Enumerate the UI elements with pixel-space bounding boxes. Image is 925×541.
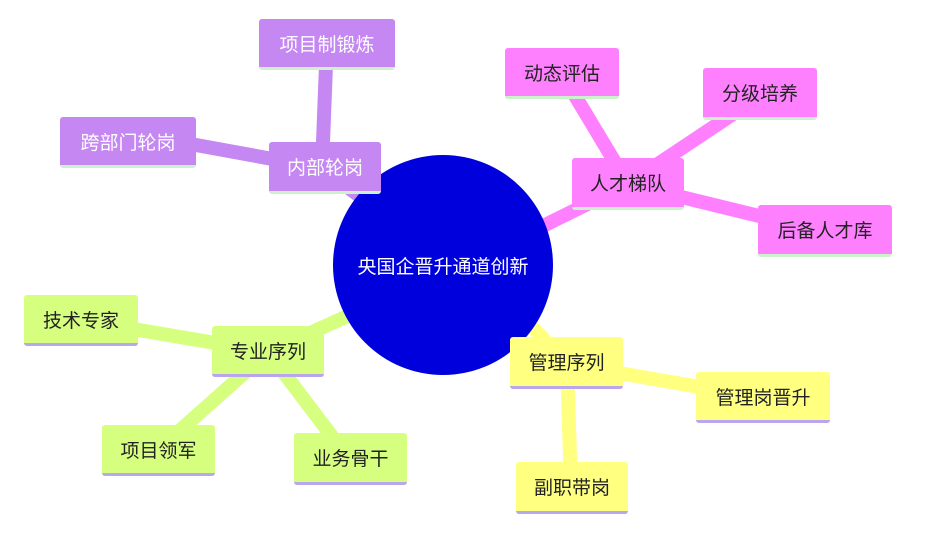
node-dynamic-evaluation[interactable]: 动态评估: [505, 48, 619, 99]
node-business-backbone[interactable]: 业务骨干: [294, 433, 407, 485]
node-talent-pipeline[interactable]: 人才梯队: [572, 158, 684, 210]
node-management-promotion[interactable]: 管理岗晋升: [696, 372, 830, 423]
node-project-training[interactable]: 项目制锻炼: [259, 19, 395, 70]
node-deputy-mentoring[interactable]: 副职带岗: [516, 462, 628, 514]
node-reserve-pool[interactable]: 后备人才库: [758, 205, 892, 257]
node-tiered-training[interactable]: 分级培养: [703, 68, 817, 120]
node-professional-track[interactable]: 专业序列: [212, 326, 324, 377]
node-internal-rotation[interactable]: 内部轮岗: [269, 142, 381, 194]
node-project-lead[interactable]: 项目领军: [102, 425, 215, 476]
node-tech-expert[interactable]: 技术专家: [24, 295, 138, 346]
node-cross-dept-rotation[interactable]: 跨部门轮岗: [60, 117, 196, 168]
node-management-track[interactable]: 管理序列: [510, 337, 623, 389]
